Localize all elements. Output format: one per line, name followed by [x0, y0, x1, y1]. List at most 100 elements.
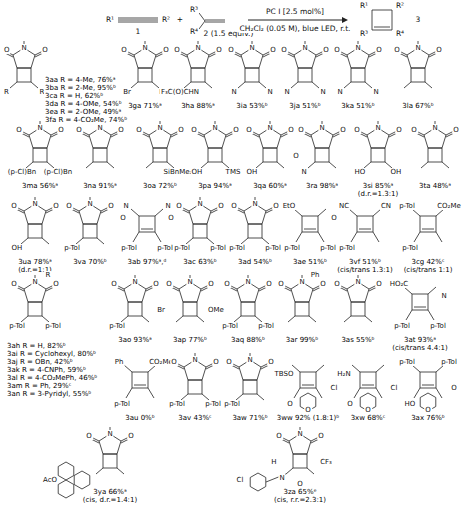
atom-label: O — [119, 214, 127, 222]
atom-label: N — [20, 44, 27, 52]
bond — [243, 380, 257, 394]
bond — [134, 385, 146, 386]
atom-label: O — [65, 202, 73, 210]
atom-label: Cl — [330, 384, 339, 392]
atom-label: O — [177, 126, 185, 134]
compound-label: 3av 43%ᶜ — [177, 414, 212, 422]
bond — [288, 316, 295, 322]
bond — [28, 224, 42, 238]
bond — [296, 232, 302, 242]
atom-label: O — [269, 46, 277, 54]
atom-label: O — [165, 280, 173, 288]
bond — [277, 162, 284, 168]
atom-label: p-Tol — [228, 244, 246, 252]
atom-label: p-Tol — [338, 244, 356, 252]
bond — [412, 209, 420, 216]
compound-label: 3ua 78%ᵃ — [17, 258, 53, 266]
atom-label: O — [225, 358, 233, 366]
bond — [420, 372, 436, 388]
bond — [42, 238, 49, 244]
compound-label: 3an R = 3-Pyridyl, 55%ᵇ — [6, 390, 92, 398]
bond — [373, 209, 381, 216]
bond-lines — [5, 10, 454, 498]
atom-label: R — [3, 88, 10, 96]
bond — [344, 316, 351, 322]
atom-label: N — [301, 44, 308, 52]
compound-label: 3xw 68%ᶜ — [350, 414, 387, 422]
bond — [126, 388, 132, 398]
atom-label: p-Tol — [204, 400, 222, 408]
bond — [414, 307, 426, 308]
scheme-text: R³ — [189, 6, 199, 14]
bond — [344, 82, 351, 88]
bond — [309, 316, 316, 322]
bond — [28, 302, 42, 316]
bond — [316, 388, 322, 398]
atom-label: N — [246, 356, 253, 364]
bond — [183, 302, 197, 316]
compound-label: 3aj R = OBn, 42%ᵇ — [6, 358, 74, 366]
bond — [425, 82, 432, 88]
bond — [148, 388, 154, 398]
atom-label: CF₃ — [319, 458, 333, 466]
bond — [412, 365, 420, 372]
bond — [199, 13, 205, 21]
bond — [248, 20, 342, 21]
atom-label: N — [122, 202, 129, 210]
atom-label: O — [117, 126, 125, 134]
atom-label: O — [265, 280, 273, 288]
atom-label: O — [167, 214, 175, 222]
bond — [155, 232, 161, 242]
compound-label: 3ar 99%ᵇ — [285, 336, 319, 344]
scheme-text: CH₂Cl₂ (0.05 M), blue LED, r.t. — [239, 25, 352, 33]
scheme-text: R¹ — [105, 16, 115, 24]
atom-label: p-Tol — [401, 244, 419, 252]
bond — [93, 148, 107, 162]
atom-label: p-Tol — [393, 322, 411, 330]
bond — [286, 468, 293, 474]
scheme-text: R² — [395, 2, 405, 10]
atom-label: O — [287, 126, 295, 134]
compound-label: 3at 93%ᵃ — [403, 336, 437, 344]
bond — [238, 82, 245, 88]
compound-label: 3qa 60%ᵃ — [252, 182, 288, 190]
atom-label: O — [292, 152, 300, 160]
atom-label: N — [244, 278, 251, 286]
compound-label: 3va 70%ᵇ — [72, 258, 108, 266]
bond — [146, 162, 153, 168]
atom-label: p-Tol — [440, 358, 458, 366]
bond — [118, 20, 158, 21]
atom-label: N — [266, 88, 273, 96]
atom-label: OH — [11, 244, 24, 252]
atom-label: p-Tol — [209, 244, 227, 252]
atom-label: O — [277, 280, 285, 288]
bond — [131, 82, 138, 88]
atom-label: O — [319, 280, 327, 288]
atom-label: O — [275, 432, 283, 440]
atom-label: TMS — [225, 168, 242, 176]
bond — [131, 209, 139, 216]
atom-label: O — [15, 126, 23, 134]
bond — [294, 388, 300, 398]
compound-label: 3ca R = H, 62%ᵇ — [44, 92, 104, 100]
atom-label: O — [339, 126, 347, 134]
atom-label: p-Tol — [63, 244, 81, 252]
bond — [372, 10, 392, 30]
atom-label: N — [230, 88, 237, 96]
bond — [33, 148, 47, 162]
atom-label: O — [162, 46, 170, 54]
atom-label: N — [336, 88, 343, 96]
atom-label: H₂N — [336, 370, 351, 378]
bond — [411, 68, 425, 82]
atom-label: NC — [338, 202, 350, 210]
bond — [291, 82, 298, 88]
compound-label: 3al R = 4-CO₂MePh, 46%ᵇ — [6, 374, 98, 382]
bond — [362, 385, 374, 386]
compound-label: 3vf 51%ᵇ — [348, 258, 382, 266]
atom-label: O — [375, 46, 383, 54]
bond — [205, 82, 212, 88]
atom-label: O — [245, 126, 253, 134]
atom-label: N — [354, 44, 361, 52]
atom-label: N — [106, 430, 113, 438]
bond — [442, 162, 449, 168]
